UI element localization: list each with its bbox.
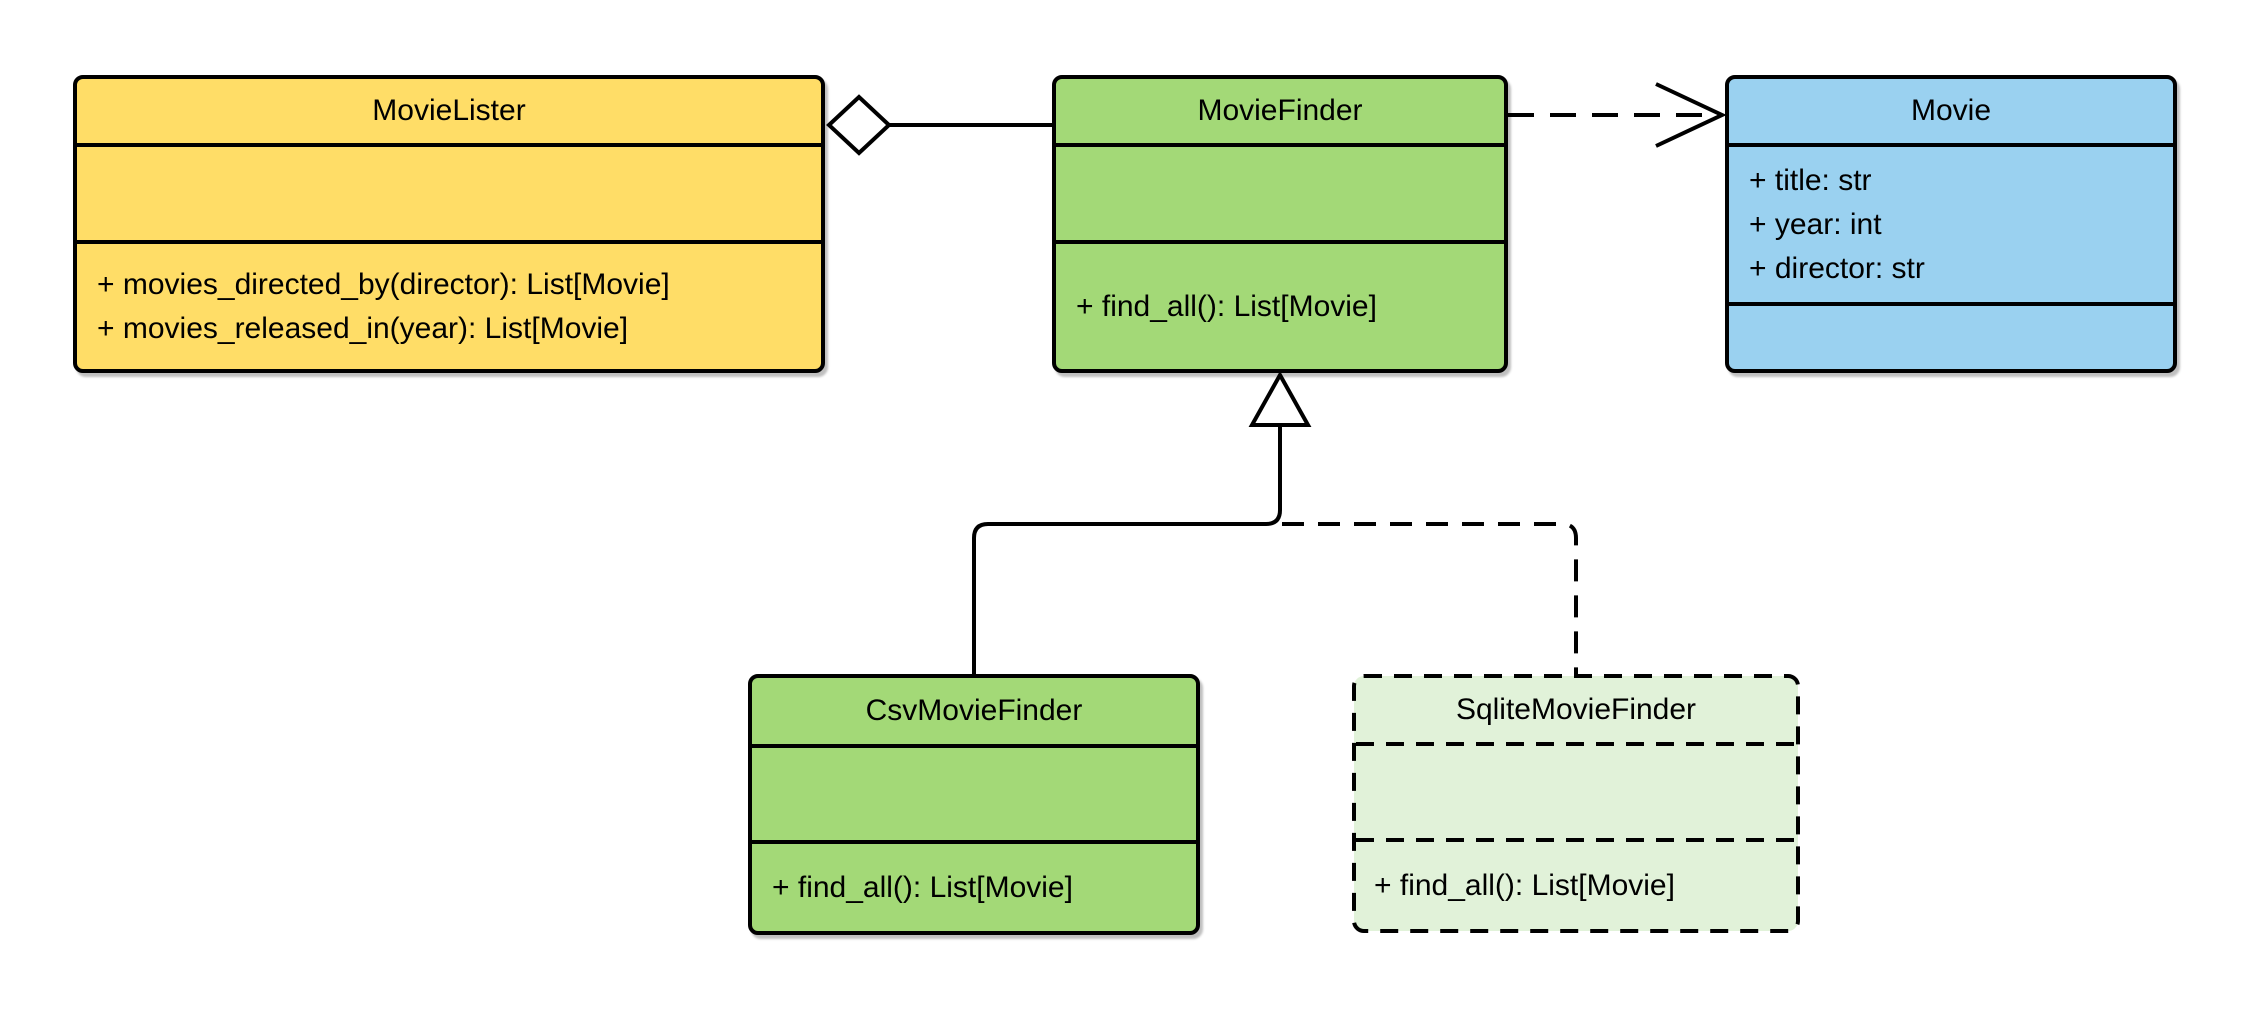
dependency-open-arrowhead-icon xyxy=(1655,82,1727,148)
methods-section: + find_all(): List[Movie] xyxy=(1056,244,1504,369)
methods-section xyxy=(1729,306,2173,369)
class-title: SqliteMovieFinder xyxy=(1455,693,1697,726)
inheritance-edge-sqlitemoviefinder-moviefinder[interactable] xyxy=(1282,522,1578,674)
sqlitemoviefinder-dashed-rect xyxy=(1352,674,1800,933)
attribute-row: + year: int xyxy=(1749,207,1882,241)
attributes-section: + title: str + year: int + director: str xyxy=(1729,147,2173,306)
aggregation-diamond-icon xyxy=(826,94,892,156)
attributes-section xyxy=(77,147,821,244)
attributes-section xyxy=(752,748,1196,844)
class-title: Movie xyxy=(1729,79,2173,147)
class-title: MovieFinder xyxy=(1056,79,1504,147)
attribute-row: + director: str xyxy=(1749,251,1925,285)
class-box-sqlitemoviefinder-outline xyxy=(1352,674,1800,933)
dependency-edge-moviefinder-movie[interactable] xyxy=(1508,82,1727,148)
attributes-section xyxy=(1354,744,1798,840)
inheritance-triangle-icon xyxy=(1248,370,1312,427)
aggregation-edge-movielister-moviefinder[interactable] xyxy=(826,94,1052,156)
attribute-row: + title: str xyxy=(1749,163,1872,197)
class-movie[interactable]: Movie + title: str + year: int + directo… xyxy=(1725,75,2177,373)
method-row: + find_all(): List[Movie] xyxy=(772,870,1073,904)
methods-section: + find_all(): List[Movie] xyxy=(752,844,1196,931)
class-moviefinder[interactable]: MovieFinder + find_all(): List[Movie] xyxy=(1052,75,1508,373)
method-row: + movies_directed_by(director): List[Mov… xyxy=(97,267,670,301)
class-title: CsvMovieFinder xyxy=(752,678,1196,748)
inheritance-solid-line xyxy=(972,425,1282,674)
methods-section: + movies_directed_by(director): List[Mov… xyxy=(77,244,821,369)
method-row: + find_all(): List[Movie] xyxy=(1076,289,1377,323)
method-row: + find_all(): List[Movie] xyxy=(1374,868,1675,902)
attributes-section xyxy=(1056,147,1504,244)
class-movielister[interactable]: MovieLister + movies_directed_by(directo… xyxy=(73,75,825,373)
methods-section: + find_all(): List[Movie] xyxy=(1354,840,1798,931)
class-csvmoviefinder[interactable]: CsvMovieFinder + find_all(): List[Movie] xyxy=(748,674,1200,935)
class-sqlitemoviefinder[interactable]: SqliteMovieFinder + find_all(): List[Mov… xyxy=(1354,676,1798,931)
method-row: + movies_released_in(year): List[Movie] xyxy=(97,311,629,345)
inheritance-edge-csvmoviefinder-moviefinder[interactable] xyxy=(972,425,1282,674)
inheritance-dashed-line xyxy=(1282,522,1578,674)
class-title: MovieLister xyxy=(77,79,821,147)
